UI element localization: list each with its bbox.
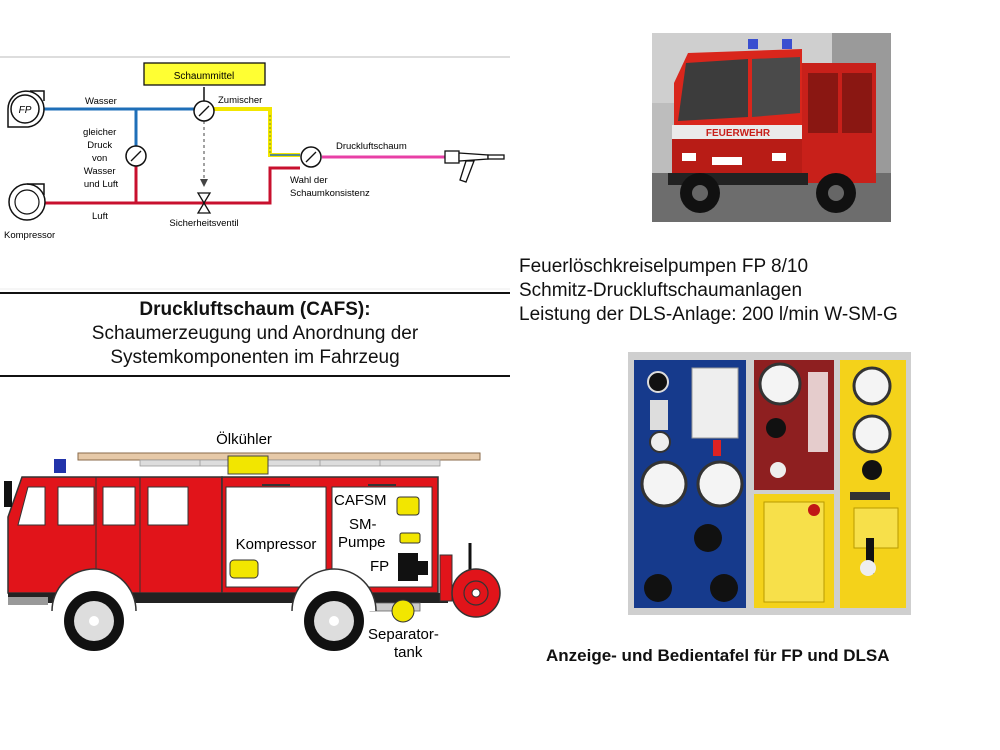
separator-label: Separator- tank (368, 626, 443, 661)
cafsm-label: CAFSM (334, 492, 387, 509)
mixer-label: Zumischer (218, 95, 262, 106)
equal-pressure-label: gleicher Druck von Wasser und Luft (83, 127, 119, 190)
foam-agent-line (212, 107, 300, 157)
water-line (40, 107, 197, 147)
truck-compressor-label: Kompressor (236, 536, 317, 553)
oil-cooler-box (227, 455, 269, 475)
nozzle-icon (444, 150, 505, 183)
consistency-gauge-icon (300, 146, 322, 168)
pump-icon (7, 90, 45, 128)
separator-line-top (0, 292, 510, 294)
compressor-icon (8, 183, 46, 221)
fire-truck-photo: FEUERWEHR (652, 33, 891, 222)
pressure-gauge-icon (125, 145, 147, 167)
oil-cooler-label: Ölkühler (216, 430, 272, 448)
compressor-unit (229, 559, 259, 579)
control-panel-photo (628, 352, 911, 615)
specs-text: Feuerlöschkreiselpumpen FP 8/10 Schmitz-… (519, 255, 898, 327)
mixer-gauge-icon (193, 100, 215, 122)
foam-agent-box (143, 62, 266, 86)
truck-sign: FEUERWEHR (706, 128, 771, 139)
sm-pump-label: SM- Pumpe (338, 516, 386, 551)
panel-caption: Anzeige- und Bedientafel für FP und DLSA (546, 646, 890, 665)
water-label: Wasser (85, 96, 117, 107)
cafsm-unit (396, 496, 420, 516)
caption-title: Druckluftschaum (CAFS): (139, 299, 371, 320)
consistency-label: Wahl der Schaumkonsistenz (290, 175, 370, 199)
pump-label: FP (19, 105, 32, 116)
cafs-line-label: Druckluftschaum (336, 141, 407, 152)
compressor-label: Kompressor (4, 230, 55, 241)
air-label: Luft (92, 211, 108, 222)
rear-wheel (291, 568, 377, 651)
separator-tank (391, 599, 415, 623)
safety-valve-icon (196, 192, 212, 214)
specs-line-2: Schmitz-Druckluftschaumanlagen (519, 280, 803, 301)
fp-label: FP (370, 558, 389, 575)
air-line (40, 165, 300, 205)
blue-light (54, 459, 66, 473)
fp-unit (398, 553, 428, 581)
specs-line-3: Leistung der DLS-Anlage: 200 l/min W-SM-… (519, 304, 898, 325)
diagram-caption: Druckluftschaum (CAFS): Schaumerzeugung … (0, 298, 510, 370)
hose-reel-icon (451, 568, 501, 618)
specs-line-1: Feuerlöschkreiselpumpen FP 8/10 (519, 256, 809, 277)
caption-line-2: Systemkomponenten im Fahrzeug (110, 347, 400, 368)
foam-agent-label: Schaummittel (174, 71, 235, 82)
safety-valve-label: Sicherheitsventil (169, 218, 238, 229)
sm-pump-unit (399, 532, 421, 544)
caption-line-1: Schaumerzeugung und Anordnung der (91, 323, 419, 344)
front-wheel (51, 568, 137, 651)
truck-diagram: Ölkühler Kompressor CAFSM SM- Pumpe FP (4, 430, 501, 661)
separator-line-bottom (0, 375, 510, 377)
cafs-schematic: FP Kompressor Wasser Luft Schaummittel Z… (0, 56, 510, 290)
